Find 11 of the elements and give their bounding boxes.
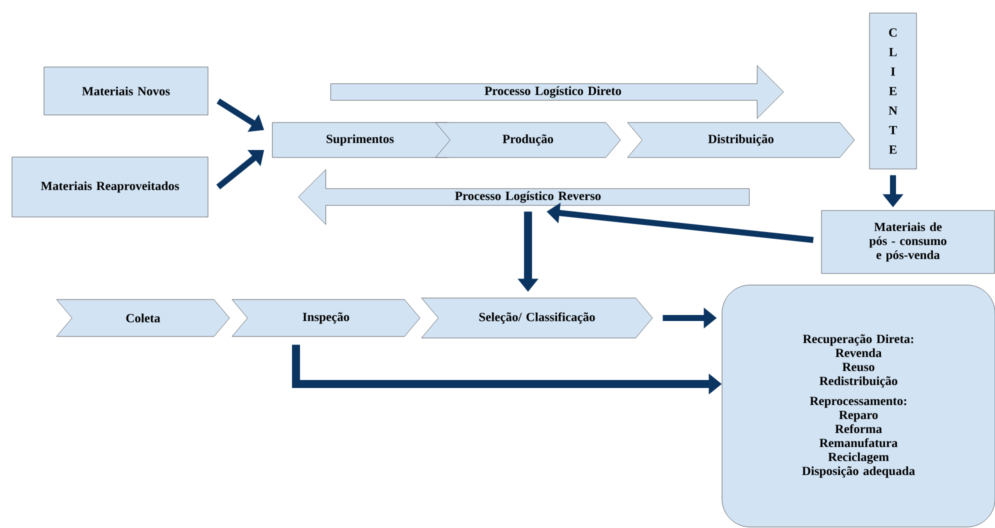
material-box: Materiais de pós - consumo e pós-venda	[821, 210, 995, 274]
chevron-step: Produção	[435, 122, 621, 158]
chevron-step: Seleção/ Classificação	[421, 298, 653, 338]
customer-box: CLIENTE	[869, 12, 917, 170]
recovery-box: Recuperação Direta: Revenda Reuso Redistribuição Reprocessamento: Reparo Reforma Remanufatura Reciclagem Disposição adequada	[722, 284, 995, 528]
chevron-step: Distribuição	[627, 122, 855, 158]
material-box: Materiais Novos	[44, 66, 208, 116]
material-box: Materiais Reaproveitados	[12, 156, 208, 218]
chevron-step: Coleta	[56, 299, 230, 337]
chevron-step: Suprimentos	[272, 122, 463, 158]
chevron-step: Inspeção	[232, 299, 420, 337]
